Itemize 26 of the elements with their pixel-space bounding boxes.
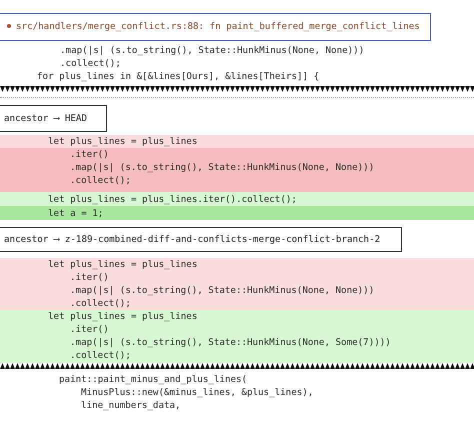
code-line: let a = 1;	[48, 207, 104, 220]
code-line: .collect();	[70, 174, 131, 187]
code-line: paint::paint_minus_and_plus_lines(	[59, 373, 248, 386]
code-line: let plus_lines = plus_lines.iter().collect();	[48, 193, 297, 206]
code-line: let plus_lines = plus_lines	[48, 310, 198, 323]
file-location-header-box	[0, 13, 431, 41]
code-line: let plus_lines = plus_lines	[48, 135, 198, 148]
code-line: MinusPlus::new(&minus_lines, &plus_lines),	[81, 386, 314, 399]
code-line: line_numbers_data,	[81, 399, 181, 412]
branch-label-box	[0, 105, 107, 132]
code-line: let plus_lines = plus_lines	[48, 258, 198, 271]
code-line: .collect();	[70, 349, 131, 362]
branch-label-text: ancestor ⟶ HEAD	[4, 113, 87, 124]
code-line: .iter()	[70, 148, 109, 161]
branch-label-box	[0, 227, 402, 252]
file-location-text: src/handlers/merge_conflict.rs:88: fn paint_buffered_merge_conflict_lines	[16, 21, 420, 32]
code-line: .map(|s| (s.to_string(), State::HunkMinus(None, None)))	[70, 284, 374, 297]
code-line: .iter()	[70, 323, 109, 336]
code-line: .collect();	[60, 57, 121, 70]
code-line: .iter()	[70, 271, 109, 284]
code-line: .map(|s| (s.to_string(), State::HunkMinus(None, None)))	[60, 44, 364, 57]
code-line: .map(|s| (s.to_string(), State::HunkMinus(None, None)))	[70, 161, 374, 174]
code-line: .collect();	[70, 297, 131, 310]
code-line: .map(|s| (s.to_string(), State::HunkMinus(None, Some(7))))	[70, 336, 391, 349]
code-line: for plus_lines in &[&lines[Ours], &lines[Theirs]] {	[37, 70, 320, 83]
branch-label-text: ancestor ⟶ z-189-combined-diff-and-conflicts-merge-conflict-branch-2	[4, 234, 380, 245]
